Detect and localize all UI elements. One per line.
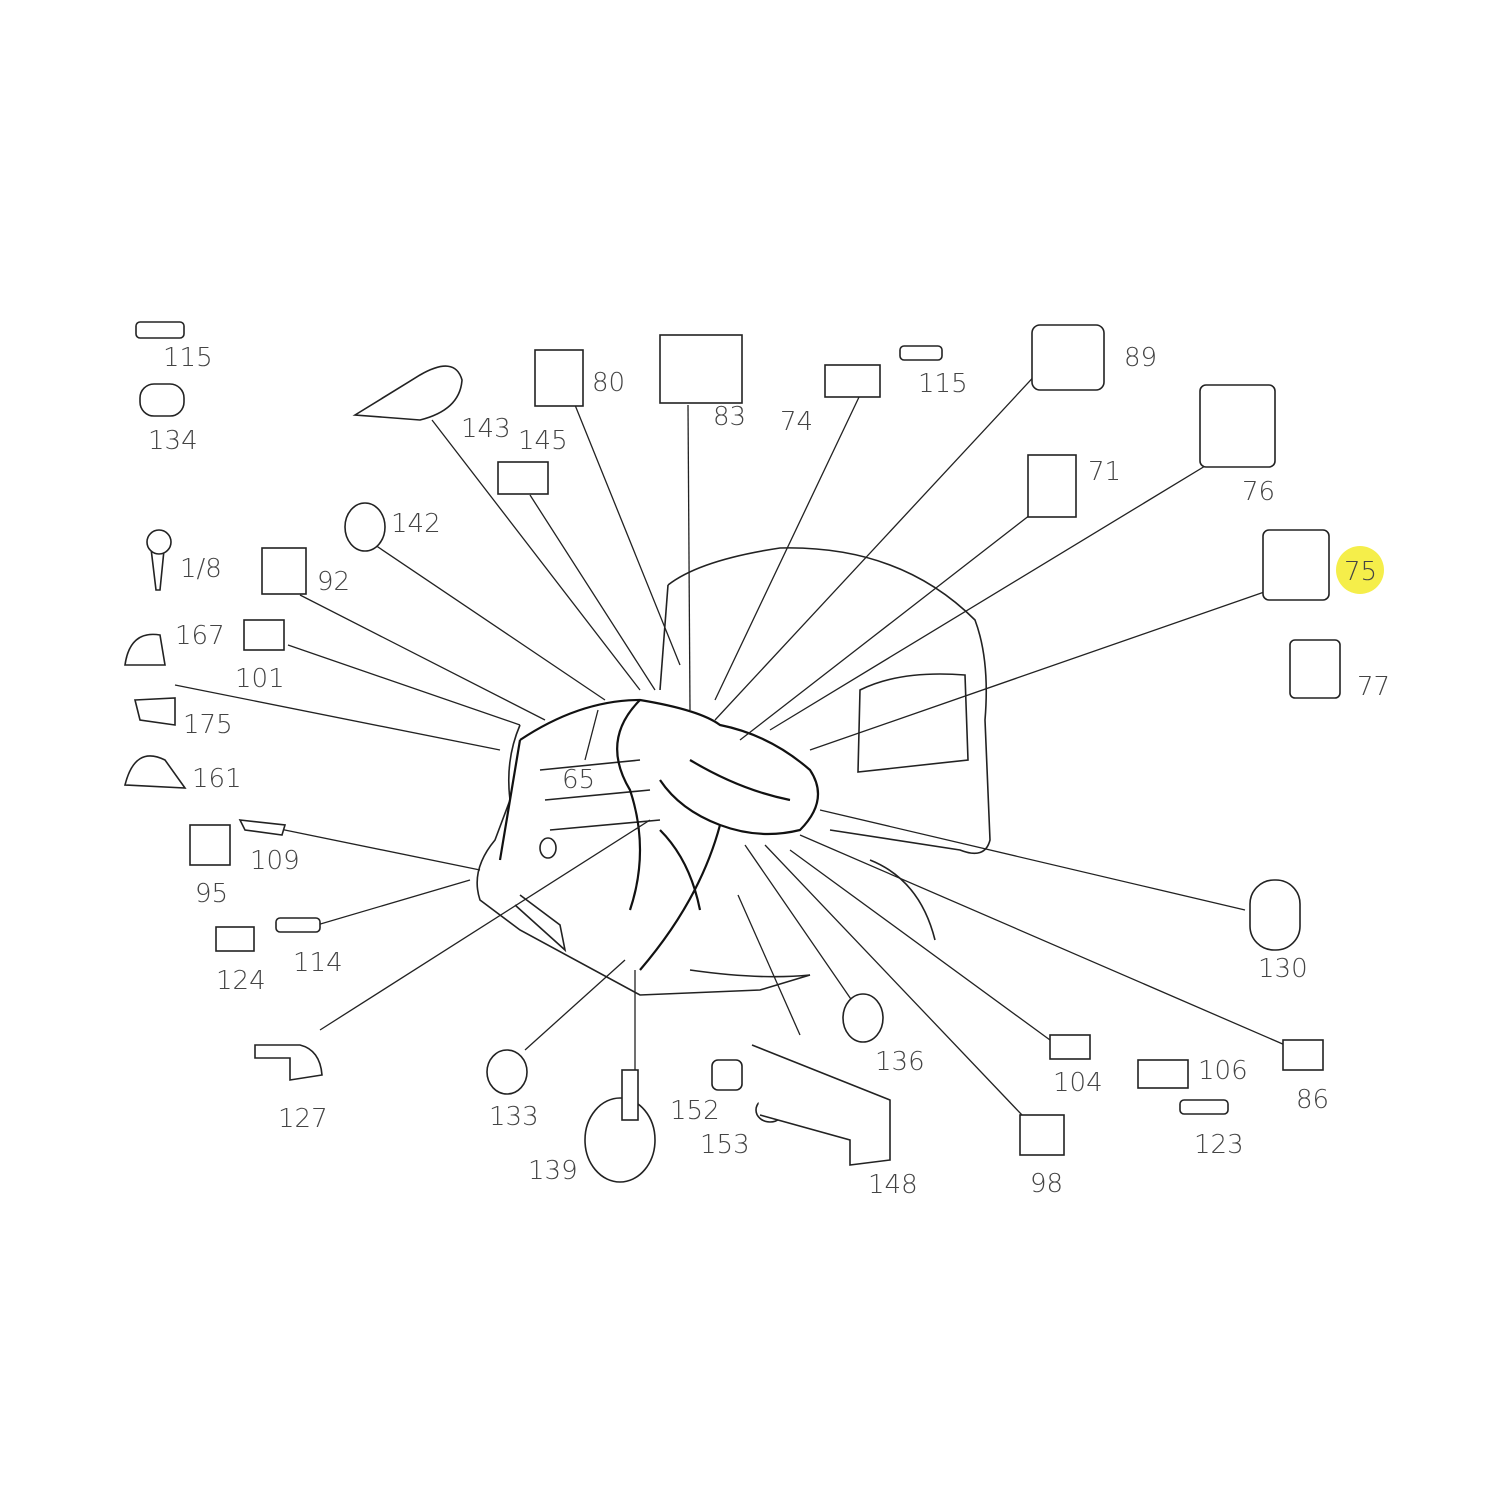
bolt-152-icon [711,1059,743,1091]
horn-neck-139-icon [621,1069,639,1121]
label-71: 71 [1088,457,1121,487]
sleeve-134-icon [139,383,185,417]
label-145: 145 [518,426,568,456]
relay-76-icon [1199,384,1276,468]
label-86: 86 [1296,1085,1329,1115]
bracket-95-icon [189,824,231,866]
label-148: 148 [868,1170,918,1200]
label-80: 80 [592,368,625,398]
label-142: 142 [391,509,441,539]
cable-tie-143-icon [352,365,463,421]
connector-92-icon [261,547,307,595]
part-labels: 115 134 143 145 80 83 74 115 89 71 76 75… [148,343,1390,1200]
label-124: 124 [216,966,266,996]
grommet-130-icon [1249,879,1301,951]
connector-86-icon [1282,1039,1324,1071]
highlight-marker [1336,546,1384,594]
bracket-148-icon [751,1044,891,1166]
bracket-175-icon [133,697,176,726]
label-175: 175 [183,710,233,740]
grommet-133-icon [486,1049,528,1095]
label-89: 89 [1124,343,1157,373]
label-109: 109 [250,846,300,876]
label-167: 167 [175,621,225,651]
label-77: 77 [1357,672,1390,702]
clip-161-icon [123,755,187,789]
connector-101-icon [243,619,285,651]
label-98: 98 [1030,1169,1063,1199]
terminal-114-icon [275,917,321,933]
holder-74-icon [824,364,881,398]
label-178: 1/8 [180,554,222,584]
label-106: 106 [1198,1056,1248,1086]
clip-167-icon [124,633,166,666]
grommet-136-icon [842,993,884,1043]
truck-cab-outline [476,547,991,996]
label-123: 123 [1194,1130,1244,1160]
label-76: 76 [1242,477,1275,507]
label-115: 115 [163,343,213,373]
leader-lines [174,369,1286,1116]
fuse-box-83-icon [659,334,743,404]
label-75: 75 [1344,557,1377,587]
label-65: 65 [562,765,595,795]
label-114: 114 [293,948,343,978]
label-133: 133 [489,1102,539,1132]
connector-106-icon [1137,1059,1189,1089]
connector-104-icon [1049,1034,1091,1060]
connector-145-icon [497,461,549,495]
label-152: 152 [670,1096,720,1126]
label-161: 161 [192,764,242,794]
label-74: 74 [780,407,813,437]
label-130: 130 [1258,954,1308,984]
connector-80-icon [534,349,584,407]
elbow-127-icon [254,1044,323,1081]
relay-77-icon [1289,639,1341,699]
label-104: 104 [1053,1068,1103,1098]
terminal-123-icon [1179,1099,1229,1115]
part-icons [123,321,1341,1183]
label-136: 136 [875,1047,925,1077]
label-143: 143 [461,414,511,444]
connector-98-icon [1019,1114,1065,1156]
terminal-115b-icon [899,345,943,361]
relay-75-icon [1262,529,1330,601]
terminal-115-icon [135,321,185,339]
label-134: 134 [148,426,198,456]
label-153: 153 [700,1130,750,1160]
label-115-b: 115 [918,369,968,399]
relay-89-icon [1031,324,1105,391]
label-83: 83 [713,402,746,432]
grommet-142-icon [344,502,386,552]
label-101: 101 [235,664,285,694]
label-127: 127 [278,1104,328,1134]
wiring-harness-65 [498,698,820,971]
connector-124-icon [215,926,255,952]
label-92: 92 [317,567,350,597]
label-95: 95 [195,879,228,909]
horn-139-icon [584,1097,656,1183]
connector-71-icon [1027,454,1077,518]
clip-109-icon [238,819,287,836]
label-139: 139 [528,1156,578,1186]
